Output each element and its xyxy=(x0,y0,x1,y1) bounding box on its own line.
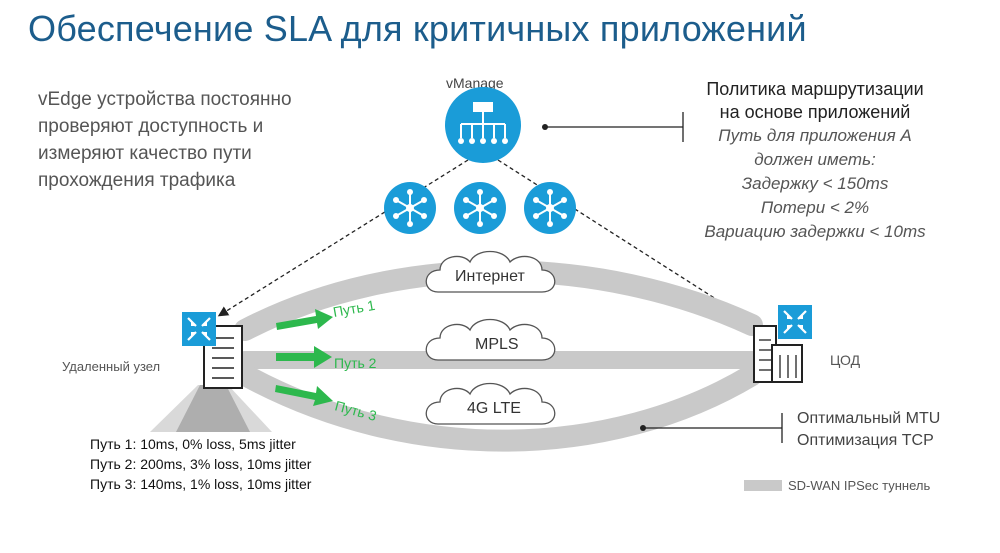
hub-icon[interactable] xyxy=(524,182,576,234)
optimization-line: Оптимизация TCP xyxy=(797,432,934,449)
path-stat-prefix: Путь xyxy=(90,436,121,452)
optimization-block: Оптимальный MTU Оптимизация TCP xyxy=(797,408,940,452)
spotlight-core xyxy=(176,385,250,432)
description-text: vEdge устройства постоянно проверяют дос… xyxy=(38,89,292,191)
path-stat-value: 2: 200ms, 3% loss, 10ms jitter xyxy=(120,456,312,472)
cloud-label-internet: Интернет xyxy=(455,268,525,285)
cloud-label-lte: 4G LTE xyxy=(467,400,521,417)
path-stat-value: 1: 10ms, 0% loss, 5ms jitter xyxy=(120,436,296,452)
path-2-label: Путь 2 xyxy=(334,355,377,371)
legend: SD-WAN IPSec туннель xyxy=(744,478,930,493)
policy-line: Задержку < 150ms xyxy=(741,174,889,193)
legend-label: SD-WAN IPSec туннель xyxy=(788,478,931,493)
policy-title-line-2: на основе приложений xyxy=(719,102,911,122)
policy-line: Вариацию задержки < 10ms xyxy=(704,222,926,241)
path-stat-row: Путь 2: 200ms, 3% loss, 10ms jitter xyxy=(90,454,380,474)
remote-site-label: Удаленный узел xyxy=(62,359,161,374)
policy-title-line-1: Политика маршрутизации xyxy=(706,79,924,99)
policy-body: Путь для приложения А должен иметь: Заде… xyxy=(640,124,990,244)
path-2-arrow: Путь 2 xyxy=(276,346,377,371)
policy-block: Политика маршрутизации на основе приложе… xyxy=(640,78,990,244)
path-stats: Путь 1: 10ms, 0% loss, 5ms jitter Путь 2… xyxy=(90,434,380,494)
cloud-lte: 4G LTE xyxy=(425,382,556,425)
path-1-arrow: Путь 1 xyxy=(276,297,377,330)
optimization-line: Оптимальный MTU xyxy=(797,410,941,427)
policy-line: должен иметь: xyxy=(754,150,876,169)
cloud-label-mpls: MPLS xyxy=(475,336,519,353)
path-stat-prefix: Путь xyxy=(90,476,121,492)
vmanage-label: vManage xyxy=(446,75,504,91)
hub-icon[interactable] xyxy=(384,182,436,234)
path-1-label: Путь 1 xyxy=(332,297,377,320)
cloud-internet: Интернет xyxy=(425,250,556,293)
datacenter-label: ЦОД xyxy=(830,352,861,368)
router-icon[interactable] xyxy=(778,305,812,339)
path-stat-value: 3: 140ms, 1% loss, 10ms jitter xyxy=(120,476,312,492)
hub-icon[interactable] xyxy=(454,182,506,234)
path-stat-prefix: Путь xyxy=(90,456,121,472)
datacenter-building xyxy=(753,325,803,383)
remote-building xyxy=(203,325,243,389)
page-title: Обеспечение SLA для критичных приложений xyxy=(28,8,807,49)
router-icon[interactable] xyxy=(182,312,216,346)
policy-line: Путь для приложения А xyxy=(718,126,912,145)
path-stat-row: Путь 3: 140ms, 1% loss, 10ms jitter xyxy=(90,474,380,494)
policy-connector-dot xyxy=(542,124,548,130)
path-stat-row: Путь 1: 10ms, 0% loss, 5ms jitter xyxy=(90,434,380,454)
orchestrator-icon[interactable] xyxy=(445,87,521,163)
policy-title: Политика маршрутизации на основе приложе… xyxy=(640,78,990,124)
cloud-mpls: MPLS xyxy=(425,318,556,361)
optimization-connector-dot xyxy=(640,425,646,431)
tunnel-lte xyxy=(234,364,763,452)
policy-line: Потери < 2% xyxy=(760,198,870,217)
legend-swatch xyxy=(744,480,782,491)
